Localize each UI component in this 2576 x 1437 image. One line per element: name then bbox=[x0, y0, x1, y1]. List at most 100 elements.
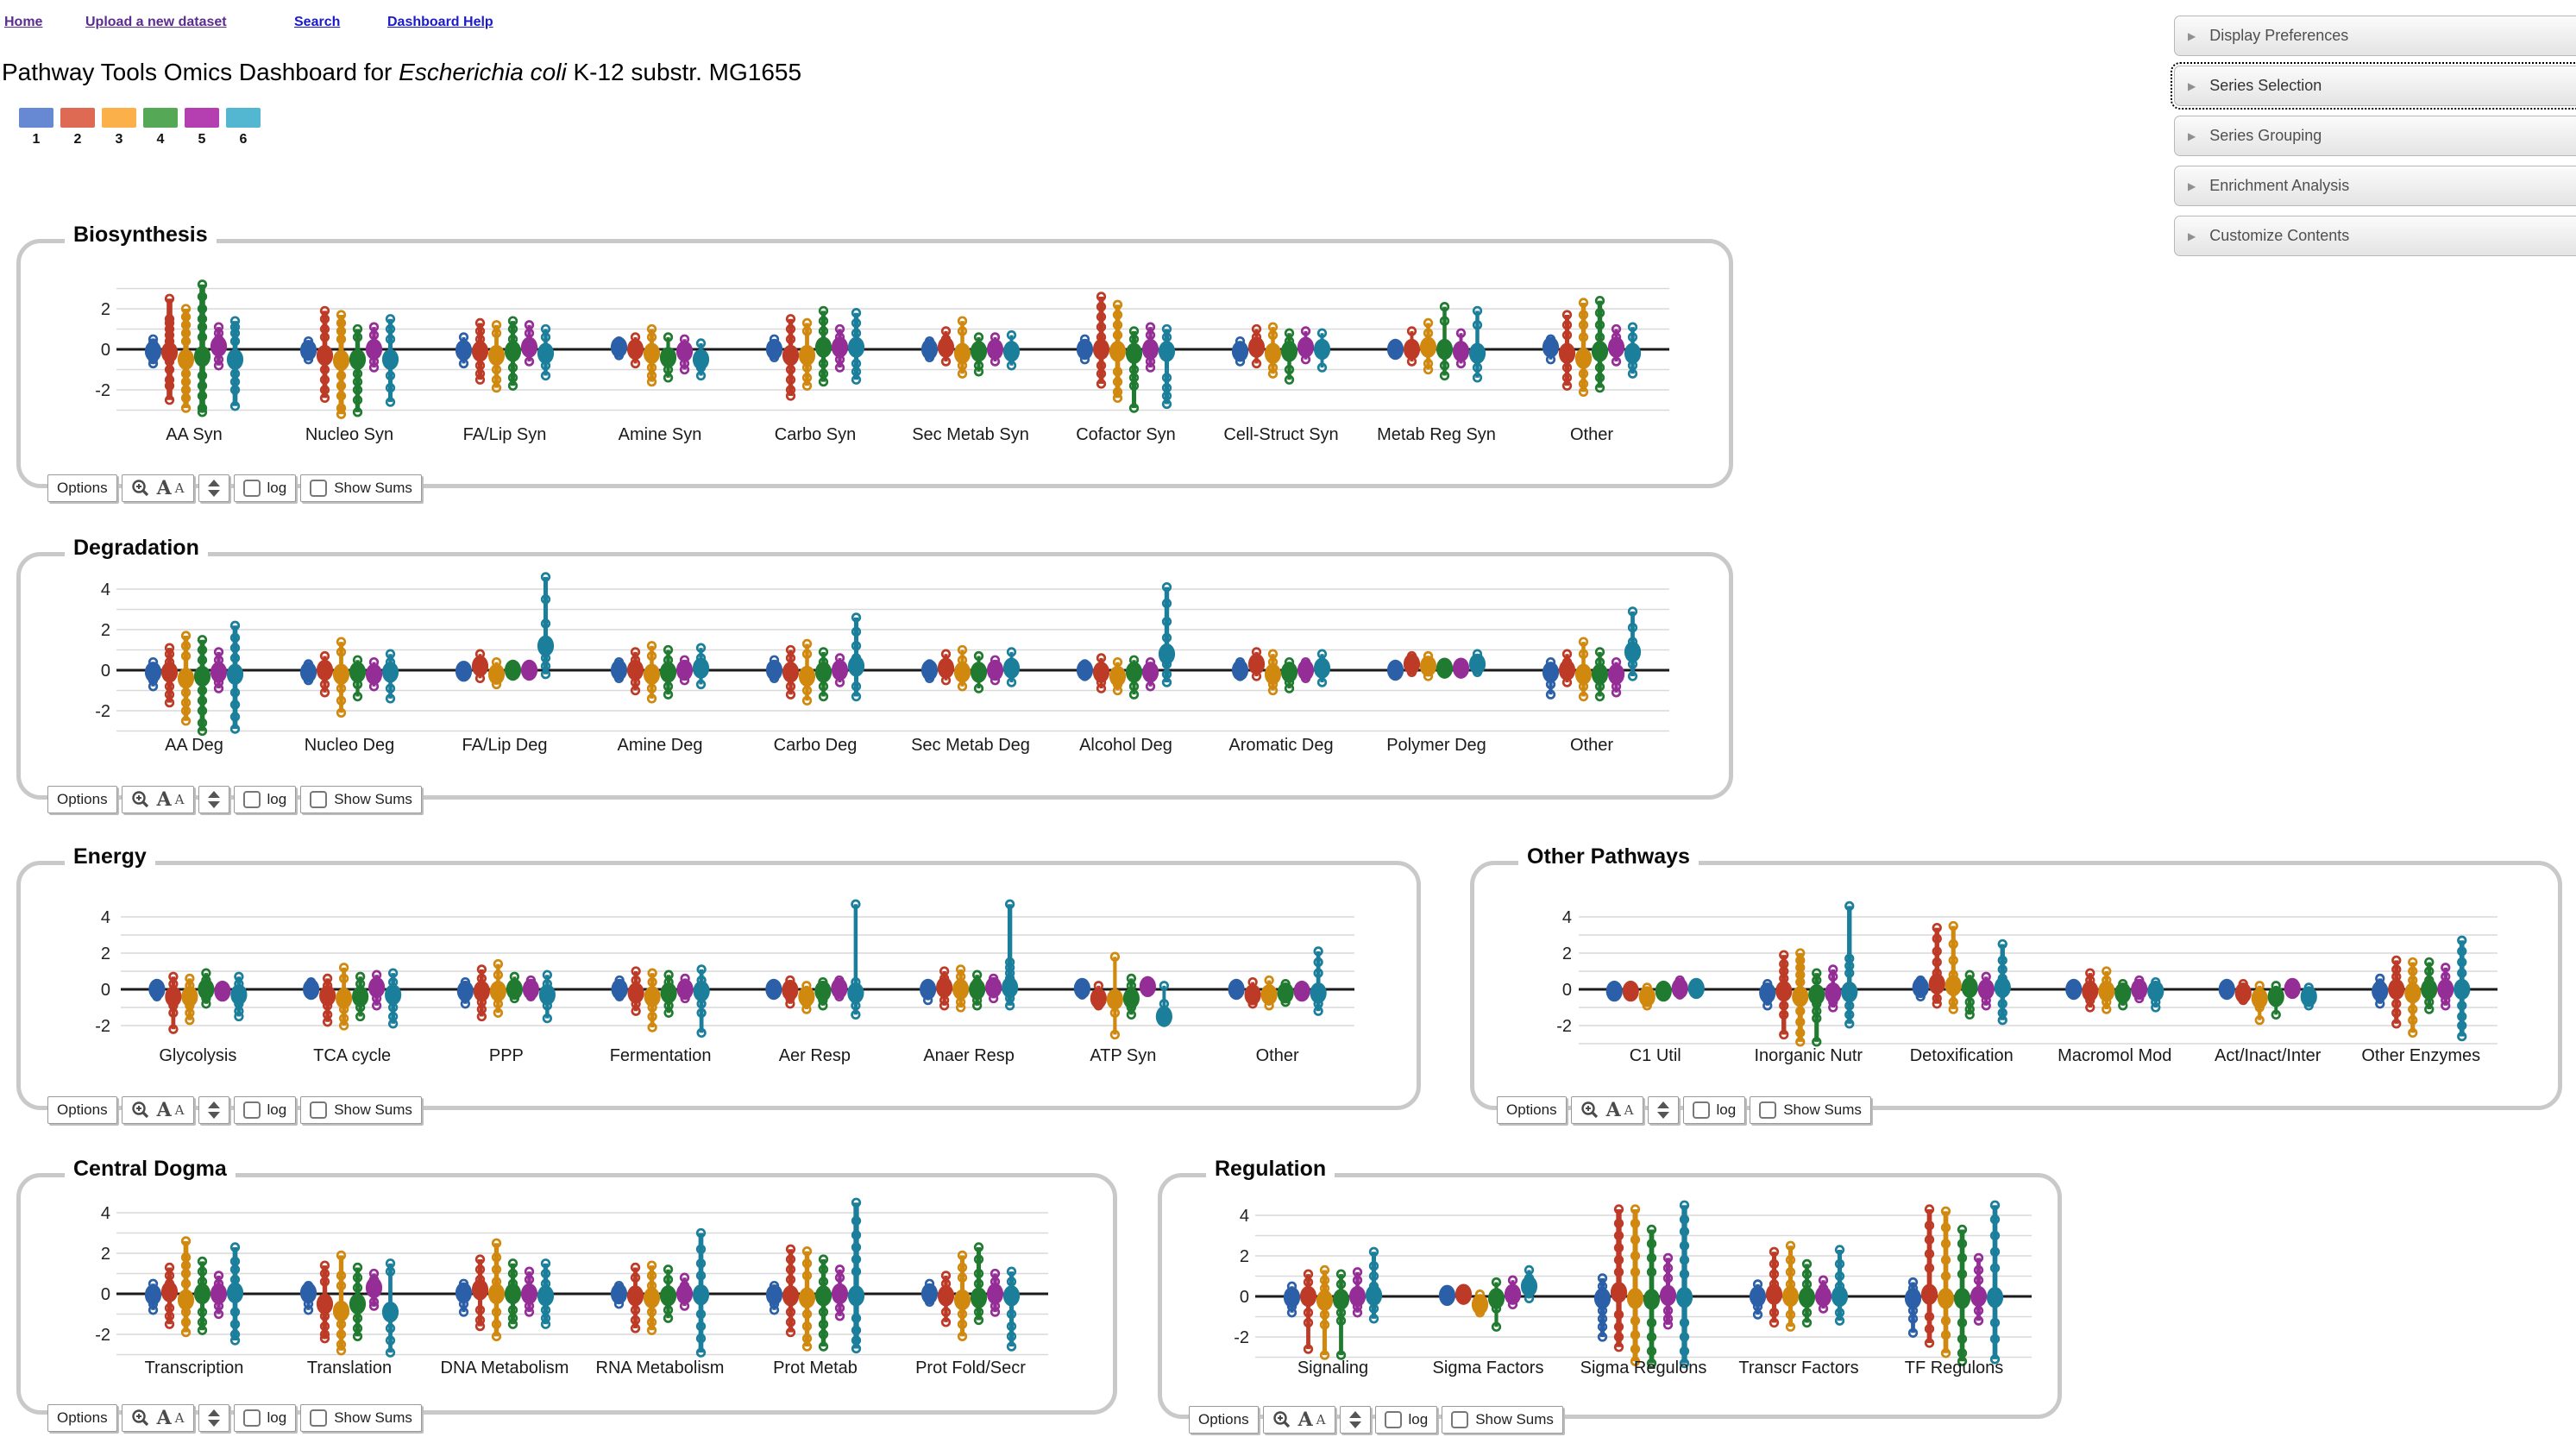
category-cofactor-syn[interactable]: Cofactor Syn bbox=[1076, 292, 1176, 444]
zoom-in-icon[interactable] bbox=[131, 1409, 150, 1428]
panel-resize-stepper[interactable] bbox=[198, 1096, 229, 1124]
log-checkbox[interactable] bbox=[242, 480, 261, 497]
legend-item-3[interactable]: 3 bbox=[102, 108, 136, 147]
legend-swatch-5[interactable] bbox=[185, 108, 219, 128]
panel-resize-stepper[interactable] bbox=[198, 786, 229, 813]
legend-swatch-4[interactable] bbox=[143, 108, 178, 128]
log-toggle[interactable]: log bbox=[1682, 1096, 1746, 1124]
zoom-in-icon[interactable] bbox=[131, 1101, 150, 1120]
arrow-up-icon[interactable] bbox=[207, 1409, 220, 1416]
category-other[interactable]: Other bbox=[1542, 606, 1642, 755]
category-inorganic-nutr[interactable]: Inorganic Nutr bbox=[1754, 900, 1863, 1065]
zoom-in-icon[interactable] bbox=[1272, 1410, 1291, 1429]
legend-item-1[interactable]: 1 bbox=[19, 108, 53, 147]
category-glycolysis[interactable]: Glycolysis bbox=[148, 968, 248, 1065]
log-toggle[interactable]: log bbox=[233, 786, 297, 813]
log-checkbox[interactable] bbox=[242, 1101, 261, 1119]
accordion-item-customize-contents[interactable]: ▶Customize Contents bbox=[2174, 216, 2576, 256]
category-anaer-resp[interactable]: Anaer Resp bbox=[920, 899, 1019, 1065]
category-signaling[interactable]: Signaling bbox=[1283, 1246, 1383, 1377]
show-sums-checkbox[interactable] bbox=[310, 1409, 328, 1427]
font-increase-icon[interactable]: A bbox=[156, 1099, 172, 1121]
options-button[interactable]: Options bbox=[47, 1096, 117, 1124]
nav-home[interactable]: Home bbox=[4, 15, 43, 29]
arrow-down-icon[interactable] bbox=[207, 1420, 220, 1427]
category-alcohol-deg[interactable]: Alcohol Deg bbox=[1076, 582, 1176, 755]
category-aromatic-deg[interactable]: Aromatic Deg bbox=[1228, 647, 1334, 755]
zoom-in-icon[interactable] bbox=[131, 790, 150, 809]
category-sigma-regulons[interactable]: Sigma Regulons bbox=[1580, 1200, 1707, 1377]
legend-item-6[interactable]: 6 bbox=[226, 108, 261, 147]
accordion-item-series-grouping[interactable]: ▶Series Grouping bbox=[2174, 116, 2576, 156]
show-sums-checkbox[interactable] bbox=[1759, 1101, 1777, 1119]
category-amine-deg[interactable]: Amine Deg bbox=[610, 641, 710, 756]
zoom-in-icon[interactable] bbox=[1580, 1101, 1599, 1120]
arrow-down-icon[interactable] bbox=[207, 490, 220, 497]
category-fermentation[interactable]: Fermentation bbox=[610, 964, 712, 1065]
arrow-down-icon[interactable] bbox=[207, 1112, 220, 1119]
log-checkbox[interactable] bbox=[242, 791, 261, 808]
panel-resize-stepper[interactable] bbox=[198, 1404, 229, 1432]
show-sums-toggle[interactable]: Show Sums bbox=[1750, 1096, 1871, 1124]
show-sums-toggle[interactable]: Show Sums bbox=[300, 1404, 422, 1432]
nav-search[interactable]: Search bbox=[294, 15, 341, 29]
options-button[interactable]: Options bbox=[47, 1404, 117, 1432]
arrow-up-icon[interactable] bbox=[207, 791, 220, 798]
category-dna-metabolism[interactable]: DNA Metabolism bbox=[441, 1238, 569, 1377]
font-increase-icon[interactable]: A bbox=[156, 477, 172, 499]
category-other[interactable]: Other bbox=[1542, 295, 1642, 444]
category-polymer-deg[interactable]: Polymer Deg bbox=[1386, 649, 1486, 755]
options-button[interactable]: Options bbox=[47, 786, 117, 813]
category-prot-fold-secr[interactable]: Prot Fold/Secr bbox=[915, 1242, 1026, 1377]
font-increase-icon[interactable]: A bbox=[156, 1407, 172, 1429]
log-toggle[interactable]: log bbox=[233, 474, 297, 502]
font-increase-icon[interactable]: A bbox=[1297, 1409, 1313, 1431]
category-c1-util[interactable]: C1 Util bbox=[1605, 975, 1705, 1065]
category-other-enzymes[interactable]: Other Enzymes bbox=[2361, 935, 2480, 1065]
font-decrease-icon[interactable]: A bbox=[174, 792, 185, 807]
nav-upload[interactable]: Upload a new dataset bbox=[85, 15, 227, 29]
category-carbo-deg[interactable]: Carbo Deg bbox=[765, 612, 865, 755]
category-aa-deg[interactable]: AA Deg bbox=[144, 620, 244, 755]
category-translation[interactable]: Translation bbox=[299, 1250, 399, 1377]
log-toggle[interactable]: log bbox=[233, 1404, 297, 1432]
font-decrease-icon[interactable]: A bbox=[1624, 1102, 1634, 1118]
log-checkbox[interactable] bbox=[242, 1409, 261, 1427]
category-sec-metab-deg[interactable]: Sec Metab Deg bbox=[911, 644, 1030, 755]
font-decrease-icon[interactable]: A bbox=[174, 480, 185, 496]
options-button[interactable]: Options bbox=[1189, 1406, 1259, 1434]
log-checkbox[interactable] bbox=[1384, 1411, 1402, 1428]
arrow-up-icon[interactable] bbox=[207, 1101, 220, 1108]
font-increase-icon[interactable]: A bbox=[1605, 1099, 1621, 1121]
panel-resize-stepper[interactable] bbox=[1339, 1406, 1371, 1434]
arrow-down-icon[interactable] bbox=[1348, 1421, 1361, 1428]
category-aer-resp[interactable]: Aer Resp bbox=[765, 899, 864, 1065]
show-sums-toggle[interactable]: Show Sums bbox=[300, 1096, 422, 1124]
log-toggle[interactable]: log bbox=[1374, 1406, 1438, 1434]
panel-resize-stepper[interactable] bbox=[198, 474, 229, 502]
category-carbo-syn[interactable]: Carbo Syn bbox=[765, 305, 865, 444]
legend-swatch-3[interactable] bbox=[102, 108, 136, 128]
font-increase-icon[interactable]: A bbox=[156, 788, 172, 811]
font-decrease-icon[interactable]: A bbox=[174, 1102, 185, 1118]
show-sums-checkbox[interactable] bbox=[1451, 1411, 1469, 1428]
log-toggle[interactable]: log bbox=[233, 1096, 297, 1124]
show-sums-checkbox[interactable] bbox=[310, 791, 328, 808]
category-prot-metab[interactable]: Prot Metab bbox=[765, 1197, 865, 1377]
category-transcription[interactable]: Transcription bbox=[145, 1236, 244, 1377]
category-ppp[interactable]: PPP bbox=[456, 958, 556, 1065]
category-sigma-factors[interactable]: Sigma Factors bbox=[1433, 1264, 1544, 1377]
arrow-down-icon[interactable] bbox=[207, 801, 220, 808]
options-button[interactable]: Options bbox=[1497, 1096, 1567, 1124]
legend-swatch-1[interactable] bbox=[19, 108, 53, 128]
category-sec-metab-syn[interactable]: Sec Metab Syn bbox=[912, 316, 1029, 444]
category-rna-metabolism[interactable]: RNA Metabolism bbox=[596, 1227, 725, 1377]
category-act-inact-inter[interactable]: Act/Inact/Inter bbox=[2215, 977, 2322, 1065]
panel-resize-stepper[interactable] bbox=[1647, 1096, 1679, 1124]
font-decrease-icon[interactable]: A bbox=[174, 1410, 185, 1426]
category-metab-reg-syn[interactable]: Metab Reg Syn bbox=[1377, 302, 1496, 444]
